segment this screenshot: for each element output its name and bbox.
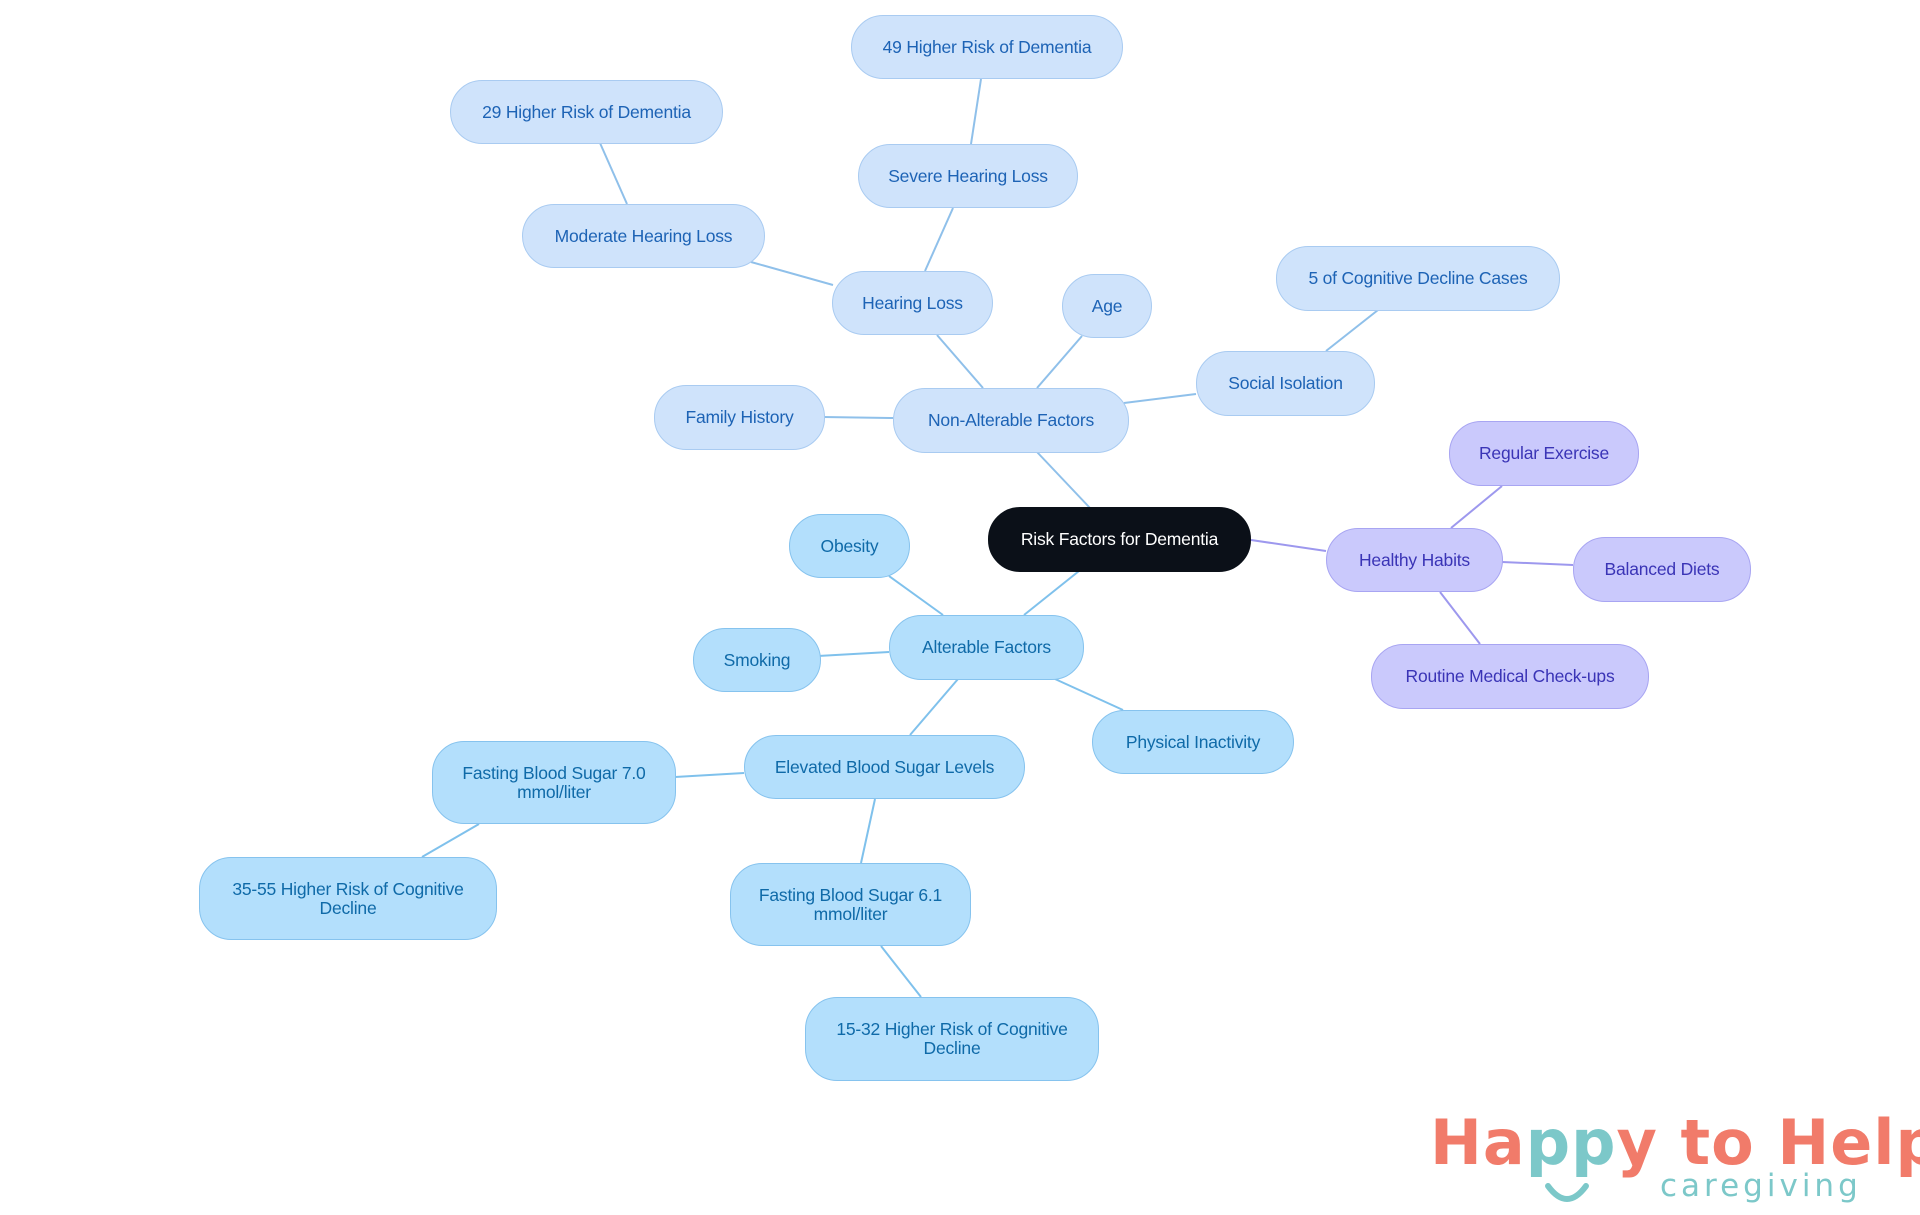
logo-text-ha: Ha — [1430, 1106, 1526, 1179]
node-non-alterable-factors[interactable]: Non-Alterable Factors — [893, 388, 1129, 453]
node-fbs-7-stat[interactable]: 35-55 Higher Risk of Cognitive Decline — [199, 857, 497, 940]
link-root-habits — [1250, 539, 1327, 552]
link-socialisolation-stat — [1325, 309, 1379, 352]
node-age[interactable]: Age — [1062, 274, 1152, 338]
node-balanced-diets[interactable]: Balanced Diets — [1573, 537, 1751, 602]
node-smoking[interactable]: Smoking — [693, 628, 821, 692]
link-habits-diets — [1501, 561, 1574, 566]
happy-to-help-logo: Happy to Help caregiving — [1430, 1108, 1920, 1208]
smile-icon — [1545, 1183, 1589, 1202]
link-hearingloss-severe — [924, 207, 954, 272]
link-bloodsugar-fbs61 — [860, 798, 876, 864]
logo-wordmark: Happy to Help — [1430, 1108, 1920, 1178]
logo-text-pp: pp — [1525, 1106, 1617, 1179]
link-nonalterable-hearingloss — [936, 334, 984, 389]
link-alterable-inactivity — [1054, 678, 1124, 711]
node-elevated-blood-sugar[interactable]: Elevated Blood Sugar Levels — [744, 735, 1025, 799]
node-severe-hearing-loss[interactable]: Severe Hearing Loss — [858, 144, 1078, 208]
link-alterable-smoking — [817, 651, 890, 657]
node-moderate-hearing-stat[interactable]: 29 Higher Risk of Dementia — [450, 80, 723, 144]
link-nonalterable-socialisolation — [1123, 393, 1197, 404]
node-obesity[interactable]: Obesity — [789, 514, 910, 578]
link-nonalterable-age — [1036, 335, 1083, 389]
link-alterable-bloodsugar — [909, 678, 959, 736]
logo-text-y-to-help: y to Help — [1616, 1106, 1920, 1179]
link-moderate-stat — [599, 142, 628, 205]
node-social-isolation-stat[interactable]: 5 of Cognitive Decline Cases — [1276, 246, 1560, 311]
link-fbs70-stat — [421, 823, 480, 858]
link-nonalterable-familyhistory — [822, 416, 894, 419]
link-habits-exercise — [1450, 485, 1503, 529]
link-alterable-obesity — [888, 575, 944, 616]
node-routine-checkups[interactable]: Routine Medical Check-ups — [1371, 644, 1649, 709]
link-root-nonalterable — [1036, 451, 1091, 509]
link-bloodsugar-fbs70 — [674, 772, 745, 778]
node-alterable-factors[interactable]: Alterable Factors — [889, 615, 1084, 680]
logo-tagline: caregiving — [1660, 1168, 1862, 1204]
node-social-isolation[interactable]: Social Isolation — [1196, 351, 1375, 416]
link-hearingloss-moderate — [750, 261, 834, 286]
node-physical-inactivity[interactable]: Physical Inactivity — [1092, 710, 1294, 774]
node-fasting-blood-sugar-6[interactable]: Fasting Blood Sugar 6.1 mmol/liter — [730, 863, 971, 946]
node-fasting-blood-sugar-7[interactable]: Fasting Blood Sugar 7.0 mmol/liter — [432, 741, 676, 824]
node-hearing-loss[interactable]: Hearing Loss — [832, 271, 993, 335]
link-severe-stat — [970, 78, 982, 145]
node-severe-hearing-stat[interactable]: 49 Higher Risk of Dementia — [851, 15, 1123, 79]
node-regular-exercise[interactable]: Regular Exercise — [1449, 421, 1639, 486]
root-node[interactable]: Risk Factors for Dementia — [988, 507, 1251, 572]
link-habits-checkups — [1439, 591, 1481, 645]
link-root-alterable — [1023, 570, 1080, 616]
link-fbs61-stat — [880, 945, 922, 998]
node-family-history[interactable]: Family History — [654, 385, 825, 450]
node-healthy-habits[interactable]: Healthy Habits — [1326, 528, 1503, 592]
node-moderate-hearing-loss[interactable]: Moderate Hearing Loss — [522, 204, 765, 268]
node-fbs-6-stat[interactable]: 15-32 Higher Risk of Cognitive Decline — [805, 997, 1099, 1081]
